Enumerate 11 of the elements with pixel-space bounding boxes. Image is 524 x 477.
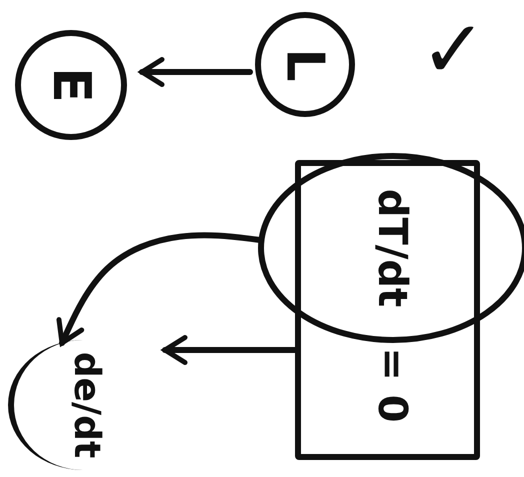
handwritten-math: E: [45, 67, 97, 103]
handwritten-math: dT/dt: [372, 188, 412, 308]
check-mark: ✓: [420, 10, 488, 90]
arrow: [162, 335, 298, 365]
handwritten-math: = 0: [372, 347, 412, 423]
circled-letter: [15, 30, 127, 140]
equation-box: [295, 160, 480, 460]
circled-letter: [255, 12, 355, 117]
handwritten-math: L: [279, 48, 331, 82]
handwritten-math: de/dt: [68, 352, 104, 458]
arrow: [139, 57, 253, 87]
